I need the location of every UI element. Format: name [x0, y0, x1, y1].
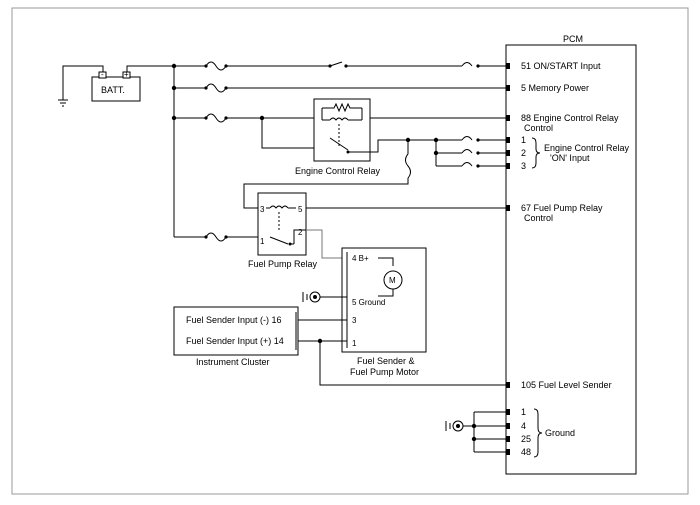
- pcm-pin-5: 5 Memory Power: [521, 83, 589, 93]
- pcm-ground: [445, 411, 506, 453]
- fpr-pin5: 5: [298, 205, 303, 214]
- fpr-pin1: 1: [260, 237, 265, 246]
- cluster-sender-wires: [298, 319, 506, 386]
- pcm-ecr-on-label: Engine Control Relay: [544, 143, 630, 153]
- diagram-frame: [11, 7, 689, 495]
- motor-letter: M: [389, 276, 396, 285]
- battery-label: BATT.: [101, 85, 125, 95]
- fuel-pump-relay-label: Fuel Pump Relay: [248, 259, 318, 269]
- engine-control-relay-label: Engine Control Relay: [295, 166, 381, 176]
- ground-brace: [533, 408, 543, 458]
- fpr-to-pump-wire: [306, 229, 347, 259]
- pcm-title: PCM: [563, 34, 583, 44]
- fpr-pin2: 2: [298, 228, 303, 237]
- ecr-output-wires: [243, 136, 506, 209]
- pcm-ground-1: 1: [521, 407, 526, 417]
- battery-minus: -: [101, 70, 104, 79]
- pcm-pin-88: 88 Engine Control Relay: [521, 113, 619, 123]
- instrument-cluster: Fuel Sender Input (-) 16 Fuel Sender Inp…: [173, 306, 299, 367]
- pcm-module: PCM: [505, 34, 637, 475]
- fuel-sender-pump-motor: 4 B+ 5 Ground 3 1 M Fuel Sender & Fuel P…: [341, 247, 427, 377]
- pcm-terminals: [506, 63, 510, 455]
- sender-label-b: Fuel Pump Motor: [350, 367, 419, 377]
- cluster-input-minus: Fuel Sender Input (-) 16: [186, 315, 282, 325]
- battery-plus: +: [124, 70, 129, 79]
- pcm-pin-3: 3: [521, 161, 526, 171]
- pcm-ecr-on-sub: 'ON' Input: [550, 153, 590, 163]
- sender-label-a: Fuel Sender &: [357, 356, 415, 366]
- pcm-pin-88-sub: Control: [524, 123, 553, 133]
- pcm-ground-25: 25: [521, 434, 531, 444]
- power-bus: [171, 61, 506, 242]
- pcm-pin-105: 105 Fuel Level Sender: [521, 380, 612, 390]
- cluster-input-plus: Fuel Sender Input (+) 14: [186, 336, 284, 346]
- sender-pin3: 3: [352, 316, 357, 325]
- sender-pin5: 5 Ground: [352, 298, 385, 307]
- pcm-ground-4: 4: [521, 421, 526, 431]
- pcm-pin-labels: 51 ON/START Input 5 Memory Power 88 Engi…: [521, 61, 630, 458]
- pcm-pin-1: 1: [521, 135, 526, 145]
- instrument-cluster-label: Instrument Cluster: [196, 357, 270, 367]
- fpr-pin3: 3: [260, 205, 265, 214]
- sender-ground: [302, 291, 347, 303]
- pcm-pin-2: 2: [521, 148, 526, 158]
- pcm-pin-67: 67 Fuel Pump Relay: [521, 203, 603, 213]
- pcm-pin-67-sub: Control: [524, 213, 553, 223]
- sender-pin4: 4 B+: [352, 254, 369, 263]
- sender-pin1: 1: [352, 339, 357, 348]
- engine-control-relay: Engine Control Relay: [295, 98, 381, 176]
- ecr-on-brace: [531, 137, 541, 169]
- fuel-pump-relay: 3 5 2 1 Fuel Pump Relay: [248, 192, 318, 269]
- battery: - + BATT.: [58, 65, 174, 107]
- pcm-ground-48: 48: [521, 447, 531, 457]
- pcm-pin-51: 51 ON/START Input: [521, 61, 601, 71]
- pcm-ground-label: Ground: [545, 428, 575, 438]
